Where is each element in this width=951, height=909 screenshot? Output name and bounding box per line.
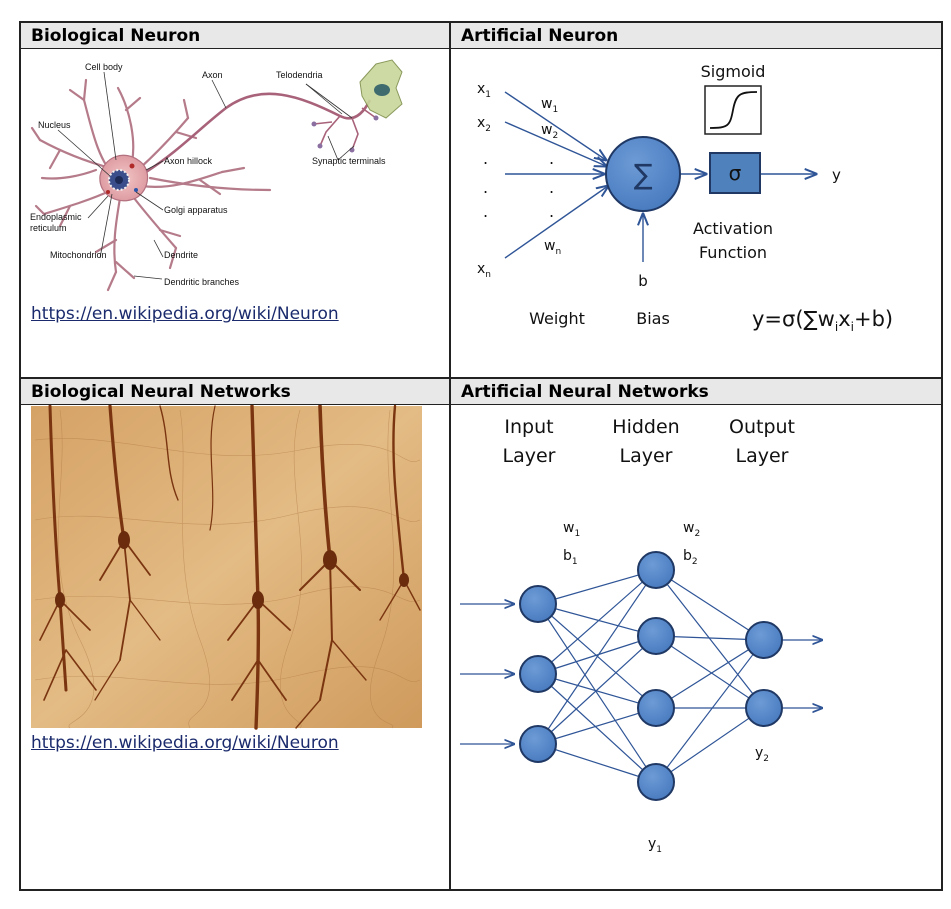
input-layer-label-1: Input (504, 416, 553, 438)
activation-box (709, 152, 761, 194)
panel-title-artificial-networks: Artificial Neural Networks (451, 379, 941, 405)
hidden-node (637, 689, 675, 727)
input-node (519, 655, 557, 693)
activation-label-2: Function (699, 243, 767, 262)
neural-tissue-micrograph (31, 404, 422, 730)
panel-title-artificial-neuron: Artificial Neuron (451, 23, 941, 49)
input-node (519, 585, 557, 623)
label-mitochondrion: Mitochondrion (50, 250, 107, 260)
label-telodendria: Telodendria (276, 70, 323, 80)
networks-wikipedia-link[interactable]: https://en.wikipedia.org/wiki/Neuron (31, 733, 339, 753)
input-dots: . (483, 178, 488, 197)
input-x1: x1 (477, 81, 491, 100)
input-x2: x2 (477, 115, 491, 134)
weight-caption: Weight (529, 309, 585, 328)
hidden-node (637, 551, 675, 589)
output-layer-label-1: Output (729, 416, 795, 438)
summation-symbol: ∑ (634, 158, 653, 191)
label-golgi: Golgi apparatus (164, 205, 228, 215)
label-dendritic-branches: Dendritic branches (164, 277, 240, 287)
sigma-symbol: σ (729, 161, 742, 185)
label-er-2: reticulum (30, 223, 67, 233)
output-node (745, 689, 783, 727)
artificial-neuron-diagram: ∑ σ Sigmoid y Activation Function b Weig… (477, 62, 893, 334)
label-axon: Axon (202, 70, 223, 80)
table-frame (19, 21, 943, 891)
bias-b1: b1 (563, 548, 578, 567)
bias-caption: Bias (636, 309, 670, 328)
weight-w1: w1 (563, 520, 580, 539)
input-dots: . (483, 202, 488, 221)
ann-diagram: Input Layer Hidden Layer Output Layer w1… (460, 416, 822, 855)
label-dendrite: Dendrite (164, 250, 198, 260)
label-synaptic-terminals: Synaptic terminals (312, 156, 386, 166)
weight-wn: wn (544, 238, 561, 257)
activation-label-1: Activation (693, 219, 773, 238)
hidden-node (637, 763, 675, 801)
biological-neuron-illustration: Cell body Axon Telodendria Nucleus Axon … (30, 59, 403, 292)
weight-w1: w1 (541, 96, 558, 115)
input-xn: xn (477, 261, 491, 280)
label-er-1: Endoplasmic (30, 212, 82, 222)
output-y2: y2 (755, 745, 769, 764)
hidden-node (637, 617, 675, 655)
bias-input-label: b (638, 272, 648, 290)
hidden-layer-label-1: Hidden (612, 416, 679, 438)
panel-title-biological-networks: Biological Neural Networks (21, 379, 449, 405)
output-layer-label-2: Layer (736, 445, 789, 467)
output-y1: y1 (648, 836, 662, 855)
label-nucleus: Nucleus (38, 120, 71, 130)
weight-dots: . (549, 178, 554, 197)
panel-title-biological-neuron: Biological Neuron (21, 23, 449, 49)
hidden-layer-label-2: Layer (620, 445, 673, 467)
output-node (745, 621, 783, 659)
neuron-wikipedia-link[interactable]: https://en.wikipedia.org/wiki/Neuron (31, 304, 339, 324)
weight-dots: . (549, 149, 554, 168)
summation-node (605, 136, 681, 212)
weight-dots: . (549, 202, 554, 221)
bias-b2: b2 (683, 548, 698, 567)
neuron-formula: y=σ(∑wixi+b) (752, 307, 893, 334)
output-label-y: y (832, 166, 841, 184)
label-axon-hillock: Axon hillock (164, 156, 213, 166)
input-dots: . (483, 149, 488, 168)
sigmoid-label: Sigmoid (701, 62, 766, 81)
input-node (519, 725, 557, 763)
weight-w2: w2 (683, 520, 700, 539)
input-layer-label-2: Layer (503, 445, 556, 467)
label-cell-body: Cell body (85, 62, 123, 72)
sigmoid-curve (709, 91, 758, 129)
